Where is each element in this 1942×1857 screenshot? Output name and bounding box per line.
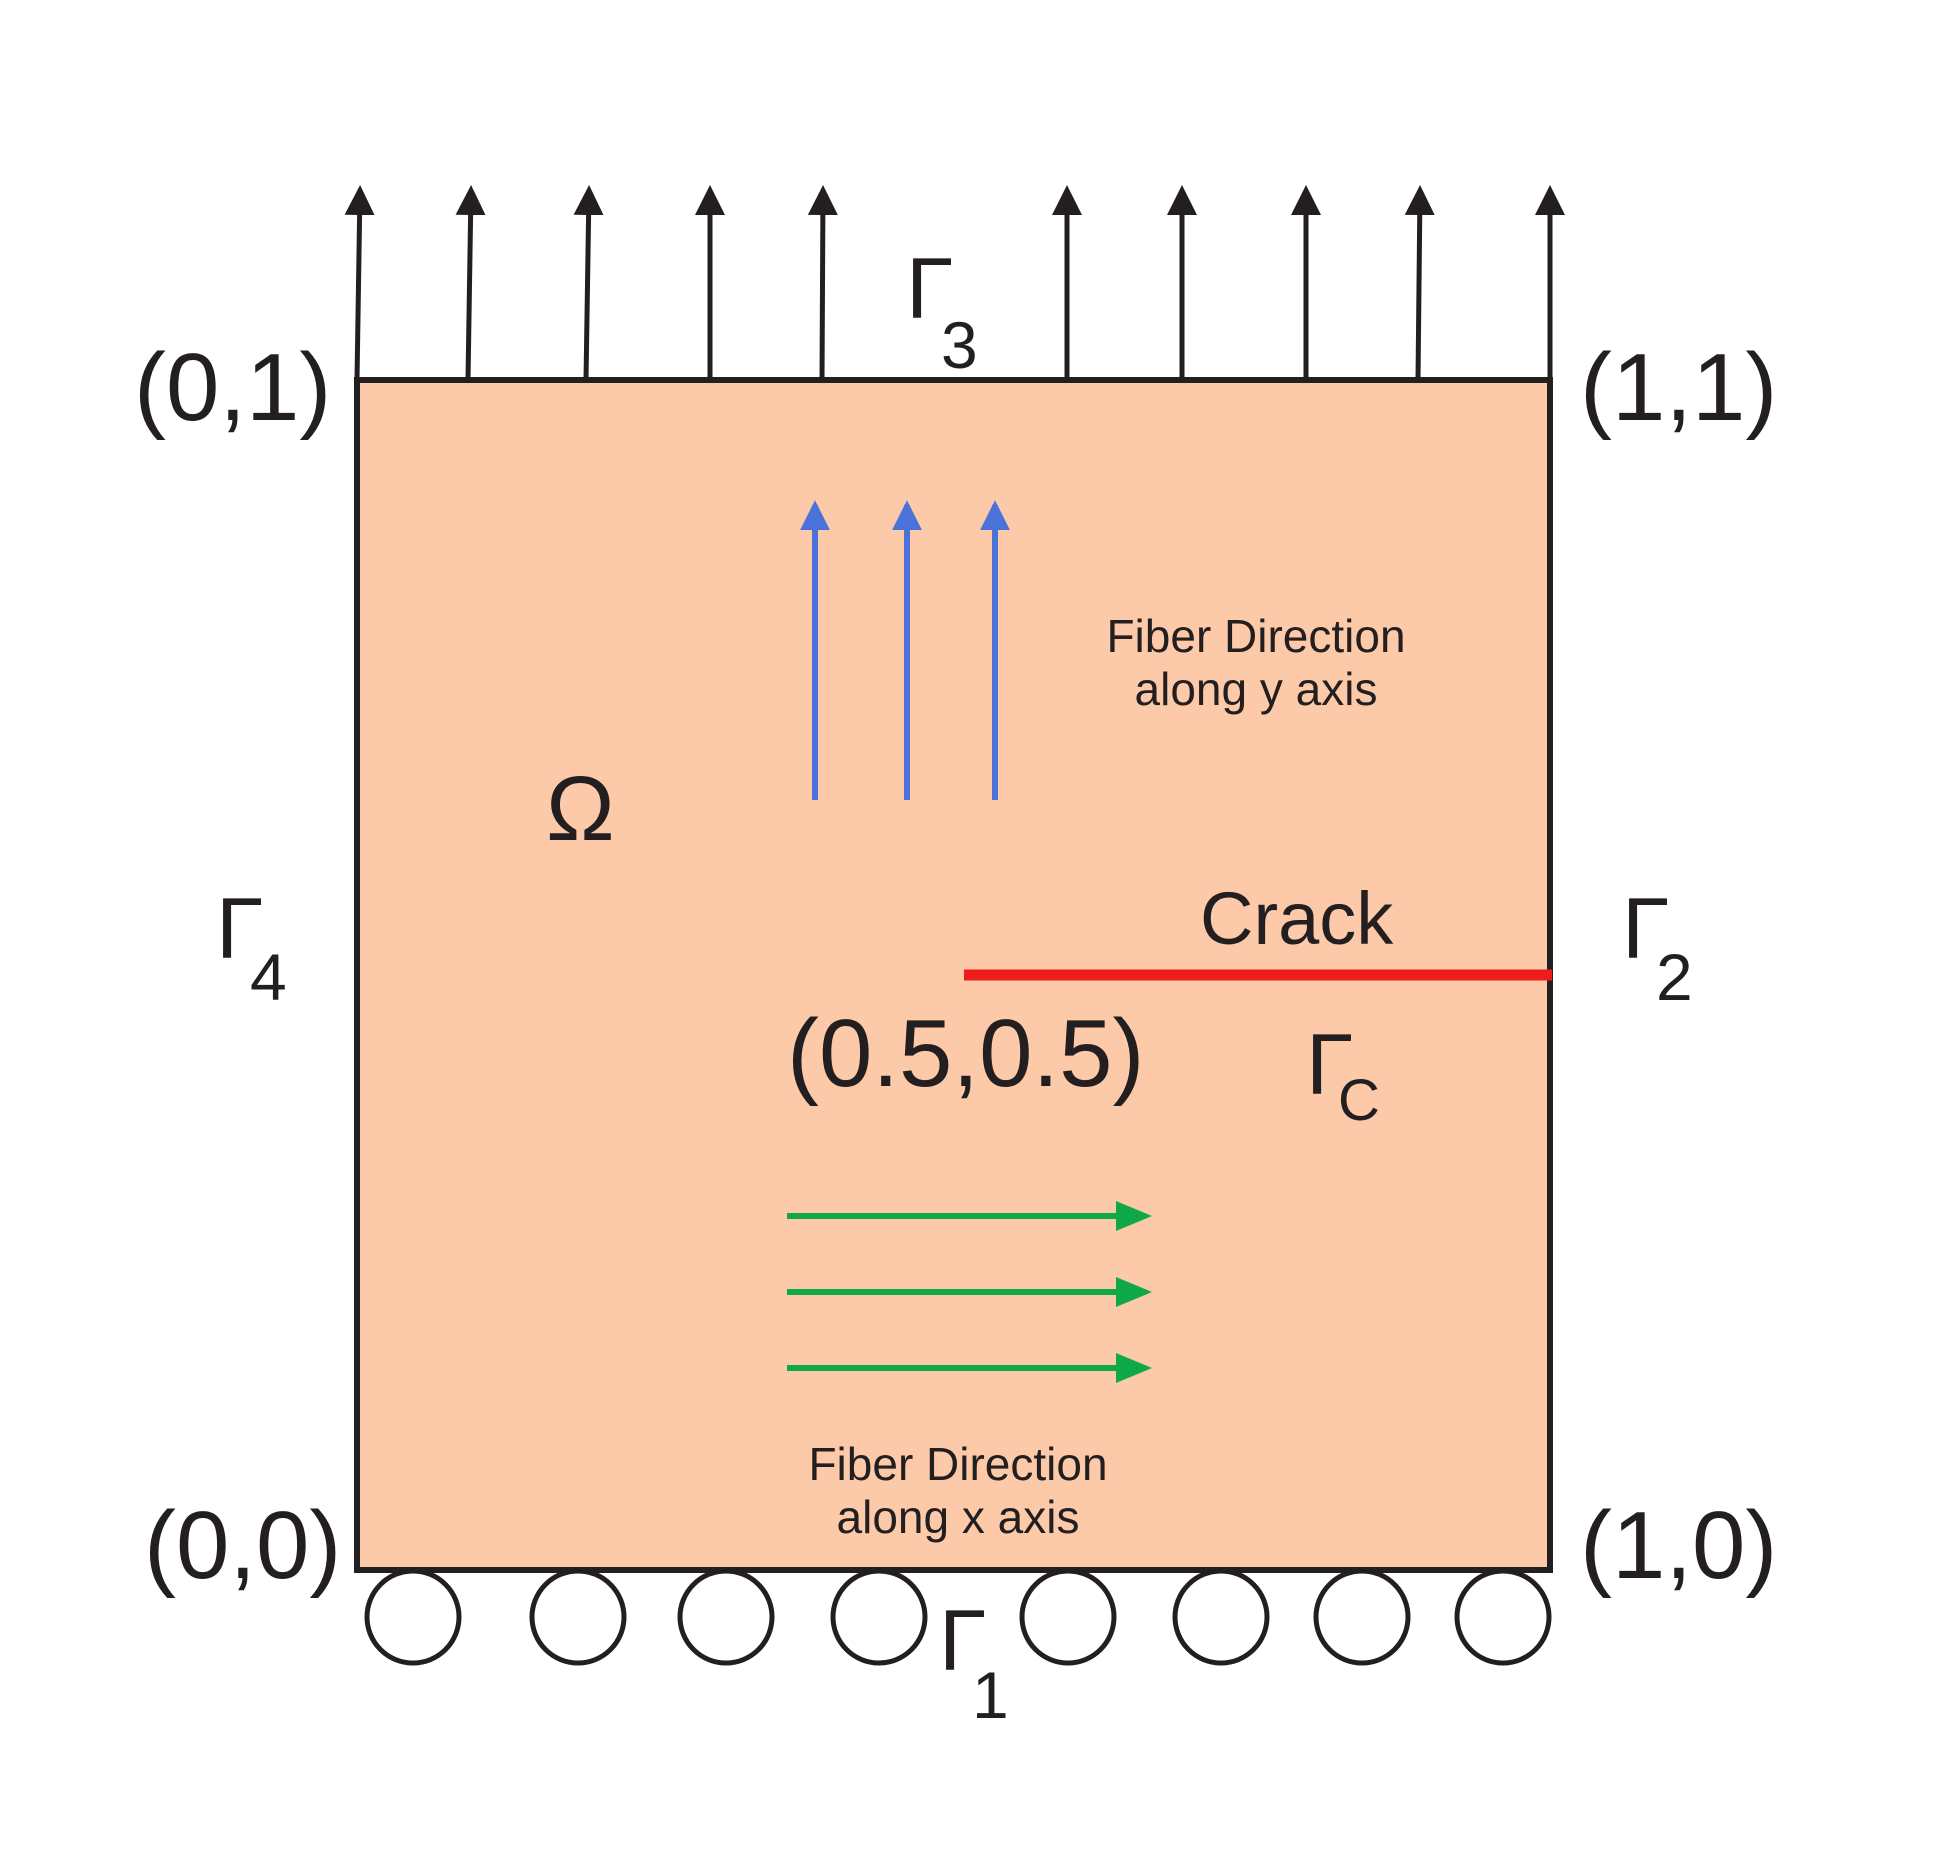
fiber-y-arrows <box>800 500 1010 800</box>
svg-text:Fiber Direction: Fiber Direction <box>808 1438 1107 1490</box>
corner-label-top-left: (0,1) <box>134 334 331 441</box>
fiber-x-caption: Fiber Direction along x axis <box>808 1438 1107 1543</box>
svg-text:3: 3 <box>941 308 978 382</box>
boundary-label-gamma2: Γ 2 <box>1622 881 1693 1014</box>
load-arrow <box>455 185 486 381</box>
roller <box>677 1568 775 1666</box>
svg-text:Γ: Γ <box>1306 1017 1353 1113</box>
fiber-y-caption: Fiber Direction along y axis <box>1106 610 1405 715</box>
roller-supports <box>364 1568 1552 1666</box>
svg-text:Γ: Γ <box>1622 881 1669 977</box>
svg-text:4: 4 <box>250 940 287 1014</box>
svg-text:2: 2 <box>1656 940 1693 1014</box>
boundary-label-gamma4: Γ 4 <box>216 881 287 1014</box>
svg-text:Γ: Γ <box>939 1593 986 1689</box>
load-arrow <box>573 185 604 381</box>
corner-label-top-right: (1,1) <box>1580 334 1777 441</box>
roller <box>1313 1568 1411 1666</box>
corner-label-bottom-left: (0,0) <box>144 1492 341 1599</box>
load-arrow <box>1404 185 1435 381</box>
roller <box>1172 1568 1270 1666</box>
load-arrow <box>807 185 838 381</box>
fiber-x-arrows <box>787 1201 1152 1383</box>
roller <box>529 1568 627 1666</box>
svg-text:Γ: Γ <box>216 881 263 977</box>
roller <box>1454 1568 1552 1666</box>
roller <box>1019 1568 1117 1666</box>
svg-text:Γ: Γ <box>906 241 953 337</box>
crack-tip-label: (0.5,0.5) <box>787 1000 1145 1107</box>
roller <box>830 1568 928 1666</box>
load-arrow <box>344 185 375 381</box>
svg-text:C: C <box>1338 1068 1380 1133</box>
roller <box>364 1568 462 1666</box>
load-arrows <box>344 185 1565 381</box>
svg-text:along y axis: along y axis <box>1135 663 1378 715</box>
boundary-label-gammaC: Γ C <box>1306 1017 1380 1133</box>
svg-text:Fiber Direction: Fiber Direction <box>1106 610 1405 662</box>
boundary-label-gamma3: Γ 3 <box>906 241 978 382</box>
corner-label-bottom-right: (1,0) <box>1580 1492 1777 1599</box>
svg-text:1: 1 <box>972 1658 1009 1732</box>
domain-omega-label: Ω <box>546 758 615 860</box>
boundary-label-gamma1: Γ 1 <box>939 1593 1009 1732</box>
svg-text:along x axis: along x axis <box>837 1491 1080 1543</box>
crack-label: Crack <box>1200 877 1394 960</box>
